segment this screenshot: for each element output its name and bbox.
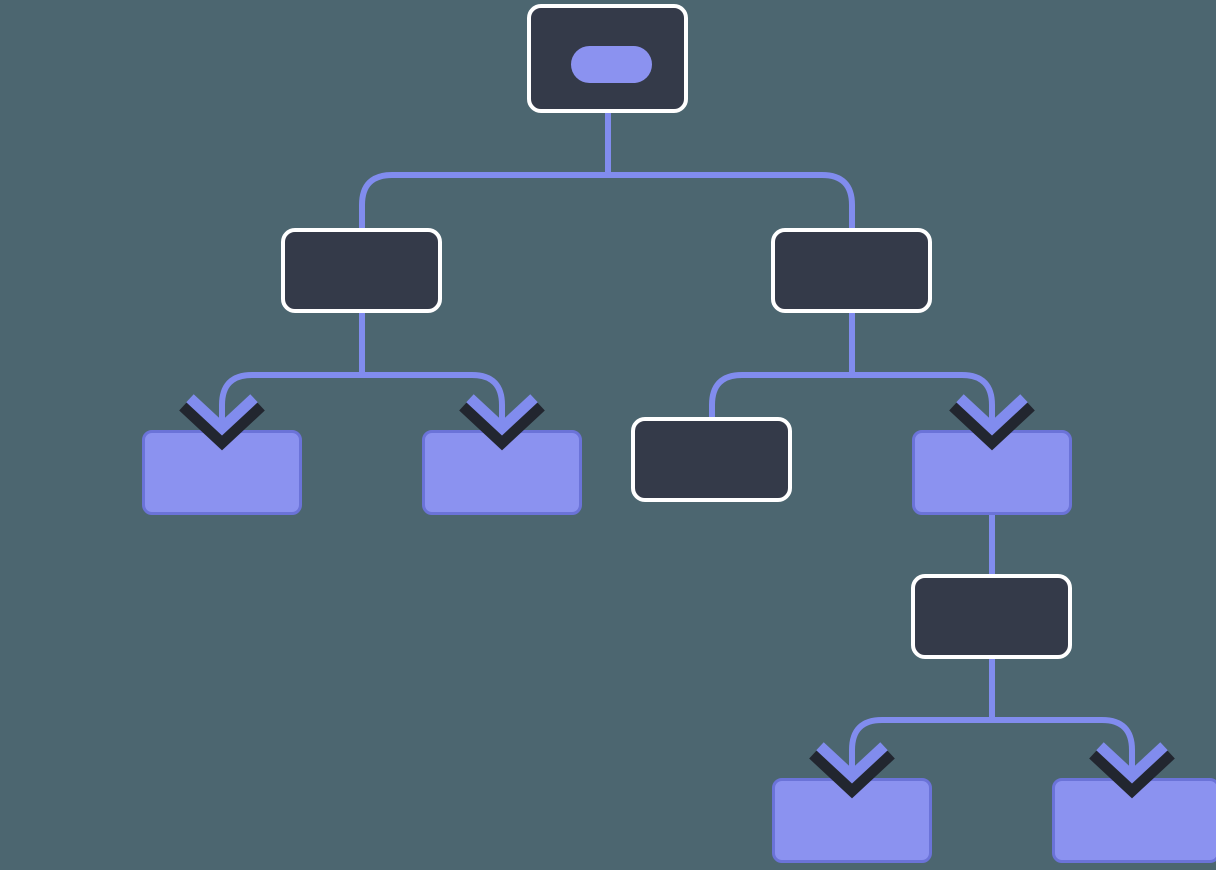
- root-pill-icon: [571, 46, 652, 83]
- node-leaf-b[interactable]: [422, 430, 582, 515]
- node-leaf-c[interactable]: [772, 778, 932, 863]
- node-level3-dark[interactable]: [911, 574, 1072, 659]
- node-level1-right[interactable]: [771, 228, 932, 313]
- node-leaf-a[interactable]: [142, 430, 302, 515]
- node-root[interactable]: [527, 4, 688, 113]
- node-level1-left[interactable]: [281, 228, 442, 313]
- node-level2-accent[interactable]: [912, 430, 1072, 515]
- node-leaf-d[interactable]: [1052, 778, 1216, 863]
- node-level2-empty[interactable]: [631, 417, 792, 502]
